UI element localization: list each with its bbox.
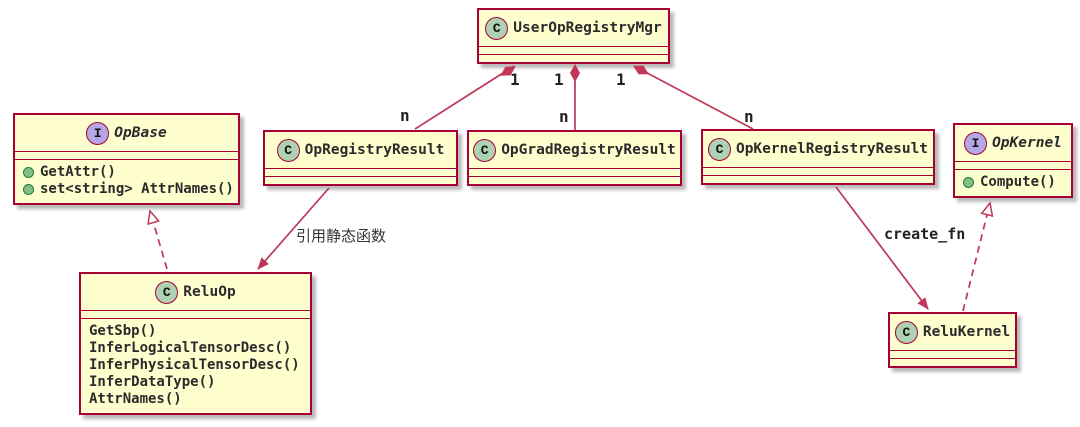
method-label: GetSbp() bbox=[89, 323, 157, 339]
method-label: set<string> AttrNames() bbox=[40, 181, 234, 197]
class-title: C OpRegistryResult bbox=[265, 132, 456, 168]
fields-compartment bbox=[703, 167, 933, 175]
class-icon: C bbox=[276, 138, 300, 162]
fields-compartment bbox=[890, 350, 1015, 358]
interface-icon: I bbox=[86, 121, 110, 145]
class-box-opregistryresult: C OpRegistryResult bbox=[263, 130, 458, 186]
methods-compartment bbox=[265, 176, 456, 184]
edge-label-ref-static: 引用静态函数 bbox=[296, 228, 387, 245]
class-title: I OpBase bbox=[15, 115, 238, 151]
class-title: C UserOpRegistryMgr bbox=[479, 10, 668, 46]
class-box-relukernel: C ReluKernel bbox=[888, 312, 1017, 368]
method-label: InferDataType() bbox=[89, 374, 216, 390]
class-box-opgradregistryresult: C OpGradRegistryResult bbox=[467, 130, 682, 186]
fields-compartment bbox=[265, 168, 456, 176]
multiplicity-label: n bbox=[744, 107, 754, 126]
class-name: UserOpRegistryMgr bbox=[513, 20, 662, 36]
method-row: set<string> AttrNames() bbox=[23, 181, 234, 198]
class-name: OpBase bbox=[114, 125, 167, 141]
interface-icon: I bbox=[964, 131, 988, 155]
realization-arrow-opkernel bbox=[962, 203, 990, 312]
composition-line-opkernelregistryresult bbox=[633, 65, 754, 130]
class-title: C OpKernelRegistryResult bbox=[703, 131, 933, 167]
public-visibility-icon bbox=[23, 184, 34, 195]
methods-compartment: Compute() bbox=[955, 169, 1071, 196]
composition-diamond bbox=[570, 64, 580, 82]
class-title: C ReluKernel bbox=[890, 314, 1015, 350]
class-icon: C bbox=[473, 138, 497, 162]
method-row: Compute() bbox=[963, 174, 1063, 191]
methods-compartment bbox=[703, 175, 933, 183]
fields-compartment bbox=[955, 161, 1071, 169]
method-row: GetSbp() bbox=[89, 323, 302, 340]
method-label: GetAttr() bbox=[40, 164, 116, 180]
class-name: ReluOp bbox=[183, 284, 236, 300]
method-label: InferPhysicalTensorDesc() bbox=[89, 357, 300, 373]
class-title: C ReluOp bbox=[81, 274, 310, 310]
class-name: OpKernel bbox=[992, 135, 1062, 151]
method-label: InferLogicalTensorDesc() bbox=[89, 340, 292, 356]
fields-compartment bbox=[15, 151, 238, 159]
realization-arrow-opbase bbox=[150, 211, 168, 270]
edge-label-create-fn: create_fn bbox=[884, 225, 966, 243]
create-fn-arrow bbox=[835, 186, 929, 310]
method-row: InferDataType() bbox=[89, 374, 302, 391]
methods-compartment: GetAttr() set<string> AttrNames() bbox=[15, 159, 238, 203]
class-box-reluop: C ReluOp GetSbp() InferLogicalTensorDesc… bbox=[79, 272, 312, 415]
method-row: AttrNames() bbox=[89, 391, 302, 408]
class-title: C OpGradRegistryResult bbox=[469, 132, 680, 168]
methods-compartment bbox=[890, 358, 1015, 366]
class-title: I OpKernel bbox=[955, 125, 1071, 161]
class-icon: C bbox=[707, 137, 731, 161]
method-label: Compute() bbox=[980, 174, 1056, 190]
fields-compartment bbox=[469, 168, 680, 176]
class-name: OpGradRegistryResult bbox=[501, 142, 676, 158]
multiplicity-label: n bbox=[559, 107, 569, 126]
class-icon: C bbox=[485, 16, 509, 40]
method-row: InferPhysicalTensorDesc() bbox=[89, 357, 302, 374]
fields-compartment bbox=[81, 310, 310, 318]
multiplicity-label: 1 bbox=[554, 70, 564, 89]
multiplicity-label: n bbox=[400, 106, 410, 125]
class-icon: C bbox=[894, 320, 918, 344]
class-name: OpKernelRegistryResult bbox=[735, 141, 929, 157]
class-icon: C bbox=[155, 280, 179, 304]
method-row: GetAttr() bbox=[23, 164, 230, 181]
method-row: InferLogicalTensorDesc() bbox=[89, 340, 302, 357]
methods-compartment bbox=[479, 54, 668, 62]
public-visibility-icon bbox=[23, 167, 34, 178]
methods-compartment bbox=[469, 176, 680, 184]
class-box-opbase: I OpBase GetAttr() set<string> AttrNames… bbox=[13, 113, 240, 205]
method-label: AttrNames() bbox=[89, 391, 182, 407]
composition-line-opregistryresult bbox=[414, 65, 515, 130]
class-name: ReluKernel bbox=[922, 324, 1011, 340]
class-box-opkernel: I OpKernel Compute() bbox=[953, 123, 1073, 198]
class-box-useropregistrymgr: C UserOpRegistryMgr bbox=[477, 8, 670, 64]
public-visibility-icon bbox=[963, 177, 974, 188]
class-box-opkernelregistryresult: C OpKernelRegistryResult bbox=[701, 129, 935, 185]
class-name: OpRegistryResult bbox=[304, 142, 445, 158]
fields-compartment bbox=[479, 46, 668, 54]
multiplicity-label: 1 bbox=[616, 70, 626, 89]
multiplicity-label: 1 bbox=[510, 70, 520, 89]
methods-compartment: GetSbp() InferLogicalTensorDesc() InferP… bbox=[81, 318, 310, 413]
